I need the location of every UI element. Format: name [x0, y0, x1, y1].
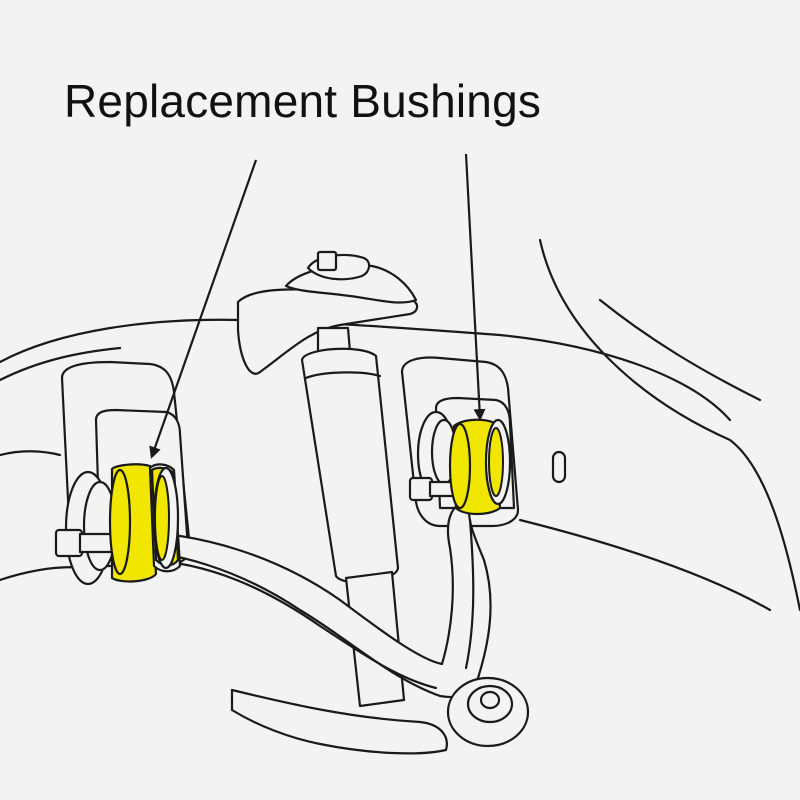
- right-arrow: [464, 153, 486, 421]
- body-outline: [0, 238, 800, 612]
- left-bushing: [54, 463, 182, 586]
- upper-strut-mount: [236, 250, 419, 375]
- arrows: [149, 153, 486, 459]
- left-bolt-head: [54, 528, 84, 558]
- right-bushing: [408, 410, 512, 516]
- right-bolt-head: [408, 476, 434, 502]
- left-arrow: [149, 159, 258, 459]
- control-arm: [116, 502, 530, 755]
- slot-hole: [551, 450, 567, 484]
- diagram-title: Replacement Bushings: [64, 75, 542, 127]
